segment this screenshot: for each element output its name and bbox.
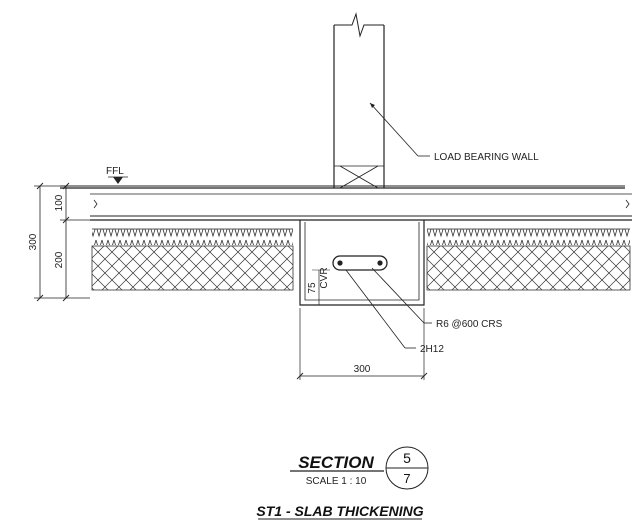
insulation-left [91, 228, 294, 291]
load-bearing-wall [333, 12, 385, 189]
section-subtitle: ST1 - SLAB THICKENING [256, 503, 423, 519]
dim-thickening-width: 300 [354, 364, 371, 375]
dim-cover: 75 [307, 282, 318, 294]
stirrup-label: R6 @600 CRS [436, 319, 503, 330]
concrete-slab [60, 185, 632, 221]
ffl-marker [108, 176, 128, 184]
dim-total-depth: 300 [28, 233, 39, 250]
slab-thickening [299, 220, 425, 306]
dimension-line-bottom [296, 308, 428, 380]
leader-lines [345, 102, 432, 349]
bar-left [337, 260, 343, 266]
ffl-label: FFL [106, 166, 124, 177]
sheet-number: 7 [403, 471, 410, 486]
title-block: SECTION SCALE 1 : 10 5 7 ST1 - SLAB THIC… [256, 446, 429, 520]
cover-label: CVR [319, 267, 330, 288]
scale-text: SCALE 1 : 10 [306, 476, 367, 487]
dimension-lines-left [34, 182, 90, 302]
section-number: 5 [403, 450, 411, 466]
dim-slab-depth: 100 [54, 194, 65, 211]
bars-label: 2H12 [420, 344, 444, 355]
bar-right [377, 260, 383, 266]
cover-dimension [312, 269, 330, 305]
insulation-right [426, 228, 631, 291]
section-title: SECTION [298, 453, 374, 472]
load-bearing-wall-label: LOAD BEARING WALL [434, 152, 539, 163]
dim-insulation-depth: 200 [54, 251, 65, 268]
reinforcement-stirrup [332, 255, 388, 271]
